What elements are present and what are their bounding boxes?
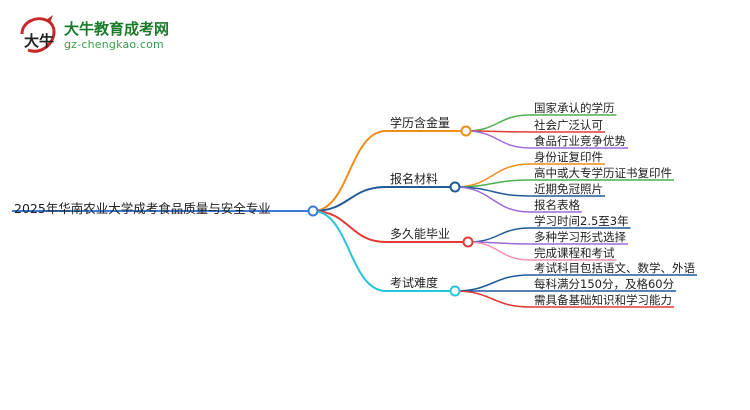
leaf-label: 完成课程和考试 xyxy=(534,246,615,260)
leaf-label: 国家承认的学历 xyxy=(534,101,615,115)
leaf-connector xyxy=(465,114,531,132)
leaf-connector xyxy=(454,290,531,308)
brand-name: 大牛教育成考网 xyxy=(64,20,170,38)
leaf-label: 每科满分150分，及格60分 xyxy=(534,277,675,291)
leaf-label: 学习时间2.5至3年 xyxy=(534,214,629,228)
leaf-connector xyxy=(454,274,531,292)
brand-url: gz-chengkao.com xyxy=(64,38,164,51)
branch-label: 学历含金量 xyxy=(390,116,451,130)
leaf-label: 食品行业竞争优势 xyxy=(534,134,626,148)
branch-node-circle xyxy=(449,285,461,297)
leaf-label: 考试科目包括语文、数学、外语 xyxy=(534,261,695,275)
bull-logo-icon: 大牛 xyxy=(20,15,56,53)
brand-logo: 大牛 大牛教育成考网 gz-chengkao.com xyxy=(8,14,208,60)
leaf-connector xyxy=(467,227,531,243)
root-node-circle xyxy=(307,205,319,217)
root-node-label: 2025年华南农业大学成考食品质量与安全专业 xyxy=(14,201,271,216)
leaf-label: 多种学习形式选择 xyxy=(534,230,626,244)
leaf-label: 身份证复印件 xyxy=(534,150,603,164)
leaf-label: 需具备基础知识和学习能力 xyxy=(534,293,672,307)
branch-label: 报名材料 xyxy=(390,172,439,186)
branch-node-circle xyxy=(460,125,472,137)
branch-connector xyxy=(312,210,387,243)
leaf-label: 近期免冠照片 xyxy=(534,182,603,196)
leaf-label: 社会广泛认可 xyxy=(534,118,603,132)
branch-connector xyxy=(312,210,387,292)
leaf-connector xyxy=(465,130,531,149)
svg-text:大牛: 大牛 xyxy=(24,32,54,50)
branch-node-circle xyxy=(449,181,461,193)
branch-node-circle xyxy=(462,236,474,248)
branch-label: 多久能毕业 xyxy=(390,227,451,241)
leaf-connector xyxy=(454,186,531,213)
leaf-connector xyxy=(467,241,531,261)
branch-connector xyxy=(312,186,387,212)
leaf-label: 高中或大专学历证书复印件 xyxy=(534,166,672,180)
leaf-label: 报名表格 xyxy=(534,198,580,212)
leaf-connector xyxy=(454,179,531,188)
branch-label: 考试难度 xyxy=(390,276,439,290)
branch-connector xyxy=(312,130,387,212)
